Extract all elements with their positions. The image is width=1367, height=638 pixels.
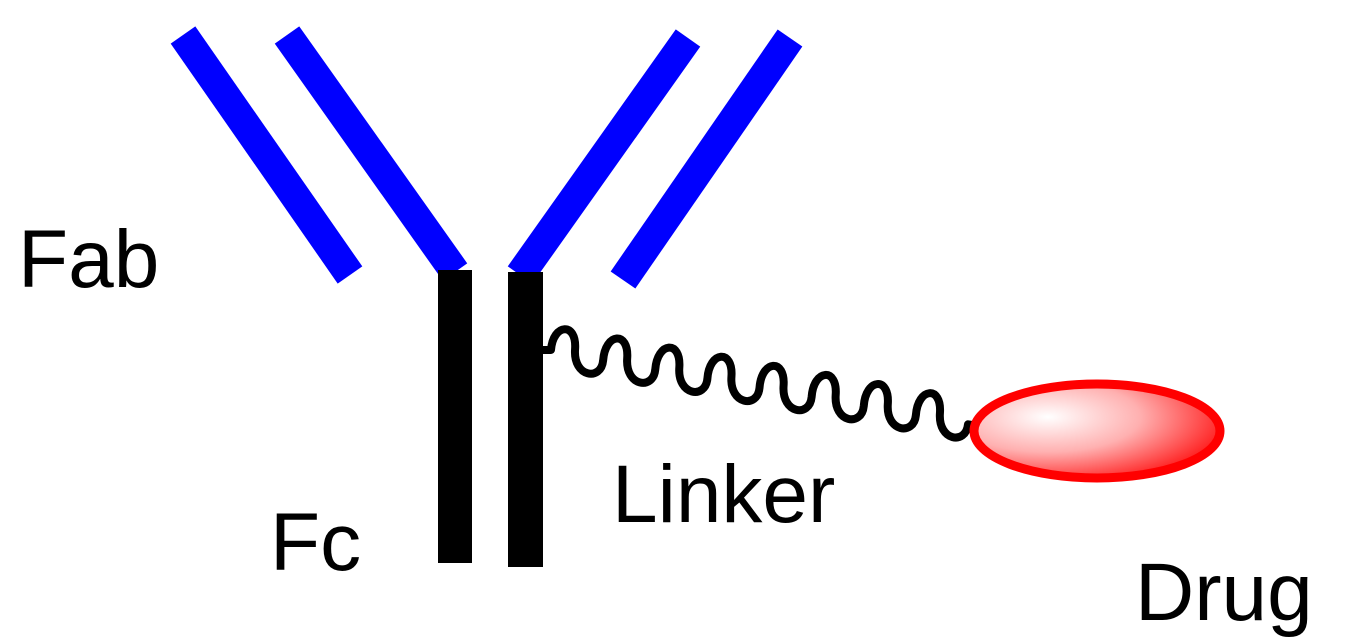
- fab-right-inner-chain: [507, 29, 701, 284]
- fab-label: Fab: [18, 214, 159, 305]
- drug-label: Drug: [1135, 547, 1313, 638]
- fc-stem: [438, 270, 543, 567]
- fab-arms: [170, 26, 803, 289]
- fc-label: Fc: [270, 497, 361, 588]
- linker-label: Linker: [612, 449, 835, 540]
- fc-right-chain: [508, 272, 543, 567]
- linker-chain: [543, 325, 973, 442]
- fab-left-outer-chain: [170, 26, 363, 284]
- fc-left-chain: [438, 270, 472, 563]
- fab-right-outer-chain: [610, 29, 803, 289]
- drug-payload: [969, 379, 1225, 483]
- fab-left-inner-chain: [274, 26, 468, 281]
